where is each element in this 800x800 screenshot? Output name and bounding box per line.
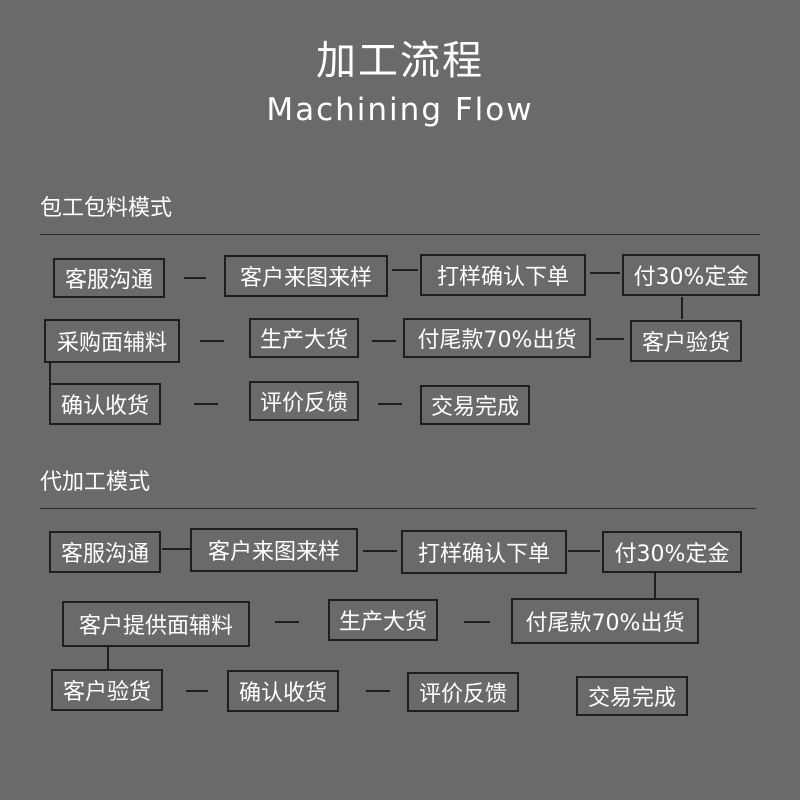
step-customer-supplied-materials: 客户提供面辅料 <box>62 601 250 647</box>
step-customer-inspection: 客户验货 <box>630 320 742 362</box>
step-transaction-complete: 交易完成 <box>420 385 530 425</box>
connector <box>464 621 490 623</box>
step-sample-confirm-order: 打样确认下单 <box>420 254 586 296</box>
section-2-divider <box>40 508 756 509</box>
connector <box>200 340 224 342</box>
step-customer-drawings-samples: 客户来图来样 <box>224 255 388 297</box>
step-customer-inspection: 客户验货 <box>51 669 163 711</box>
title-en: Machining Flow <box>266 92 534 128</box>
step-transaction-complete: 交易完成 <box>576 676 688 716</box>
connector <box>378 403 402 405</box>
step-feedback: 评价反馈 <box>407 672 519 712</box>
connector <box>184 277 206 279</box>
section-1-title: 包工包料模式 <box>40 196 173 221</box>
connector <box>194 403 218 405</box>
connector <box>186 690 208 692</box>
step-feedback: 评价反馈 <box>249 381 359 421</box>
step-deposit: 付30%定金 <box>602 531 742 573</box>
connector <box>590 272 620 274</box>
vertical-connector <box>681 297 683 319</box>
connector <box>372 340 396 342</box>
connector <box>596 338 624 340</box>
section-2-title: 代加工模式 <box>40 470 151 495</box>
step-customer-drawings-samples: 客户来图来样 <box>190 528 358 572</box>
step-mass-production: 生产大货 <box>249 318 359 358</box>
step-customer-service: 客服沟通 <box>53 258 165 298</box>
connector <box>366 690 390 692</box>
connector <box>568 550 600 552</box>
step-sample-confirm-order: 打样确认下单 <box>401 530 567 574</box>
connector <box>392 269 418 271</box>
step-purchase-materials: 采购面辅料 <box>44 319 180 363</box>
connector <box>363 550 397 552</box>
title-cn: 加工流程 <box>316 38 484 84</box>
step-balance-shipment: 付尾款70%出货 <box>403 318 591 358</box>
connector <box>275 621 299 623</box>
step-confirm-receipt: 确认收货 <box>227 670 339 712</box>
connector <box>162 548 190 550</box>
vertical-connector <box>107 647 109 669</box>
vertical-connector <box>49 363 51 383</box>
section-1-divider <box>40 234 760 235</box>
step-confirm-receipt: 确认收货 <box>49 383 161 425</box>
step-balance-shipment: 付尾款70%出货 <box>511 598 699 644</box>
step-deposit: 付30%定金 <box>622 254 760 296</box>
step-mass-production: 生产大货 <box>328 599 438 641</box>
vertical-connector <box>654 573 656 599</box>
step-customer-service: 客服沟通 <box>49 531 161 573</box>
